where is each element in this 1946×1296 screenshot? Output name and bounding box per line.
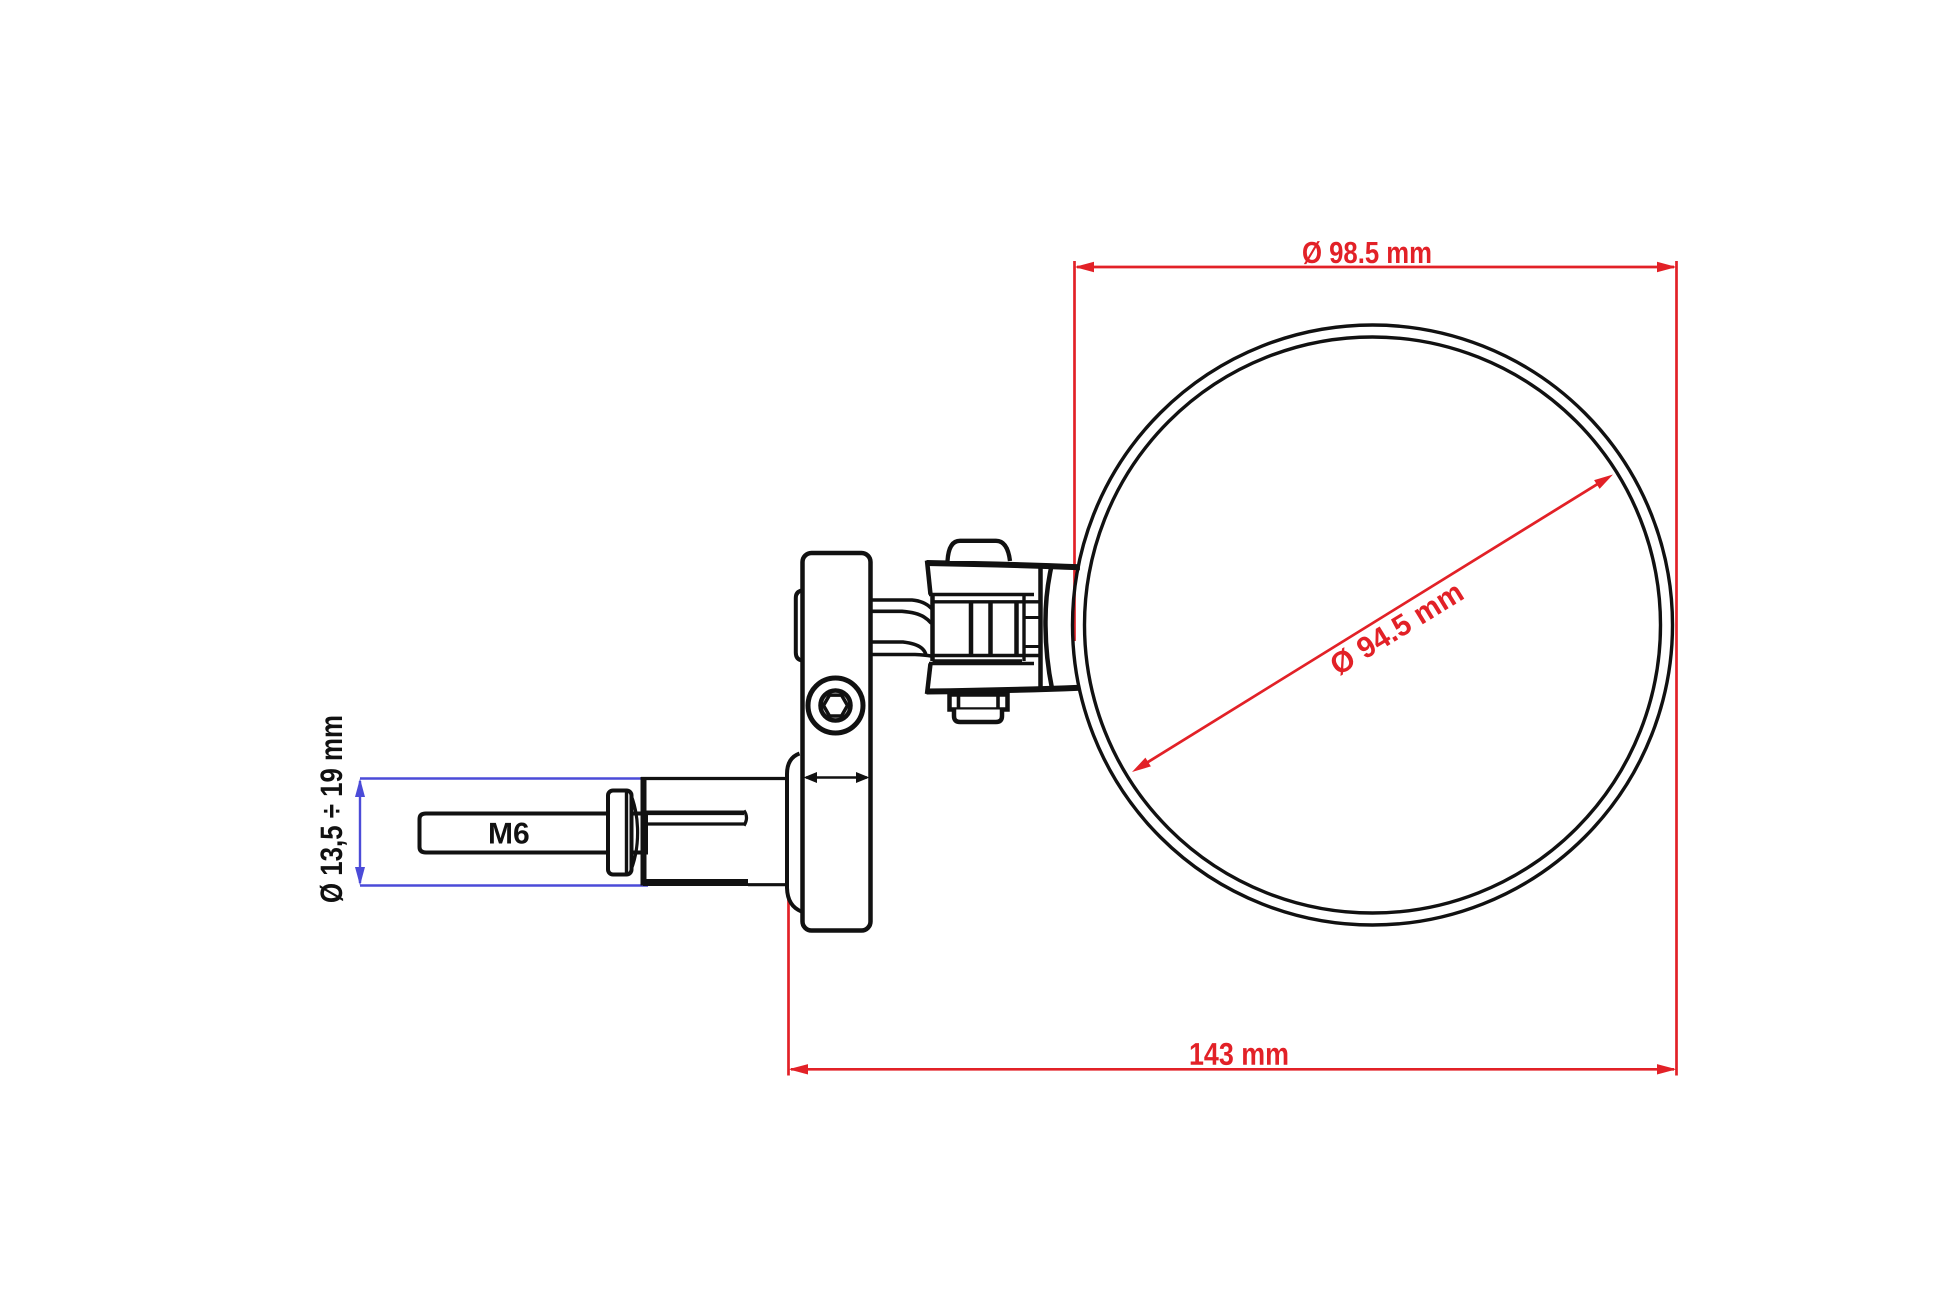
svg-text:143 mm: 143 mm bbox=[1189, 1036, 1289, 1072]
svg-text:Ø 98.5 mm: Ø 98.5 mm bbox=[1302, 236, 1432, 270]
svg-text:Ø 94.5 mm: Ø 94.5 mm bbox=[1324, 576, 1469, 683]
svg-text:Ø 13,5 ÷ 19 mm: Ø 13,5 ÷ 19 mm bbox=[314, 715, 349, 903]
svg-text:M6: M6 bbox=[488, 817, 530, 850]
